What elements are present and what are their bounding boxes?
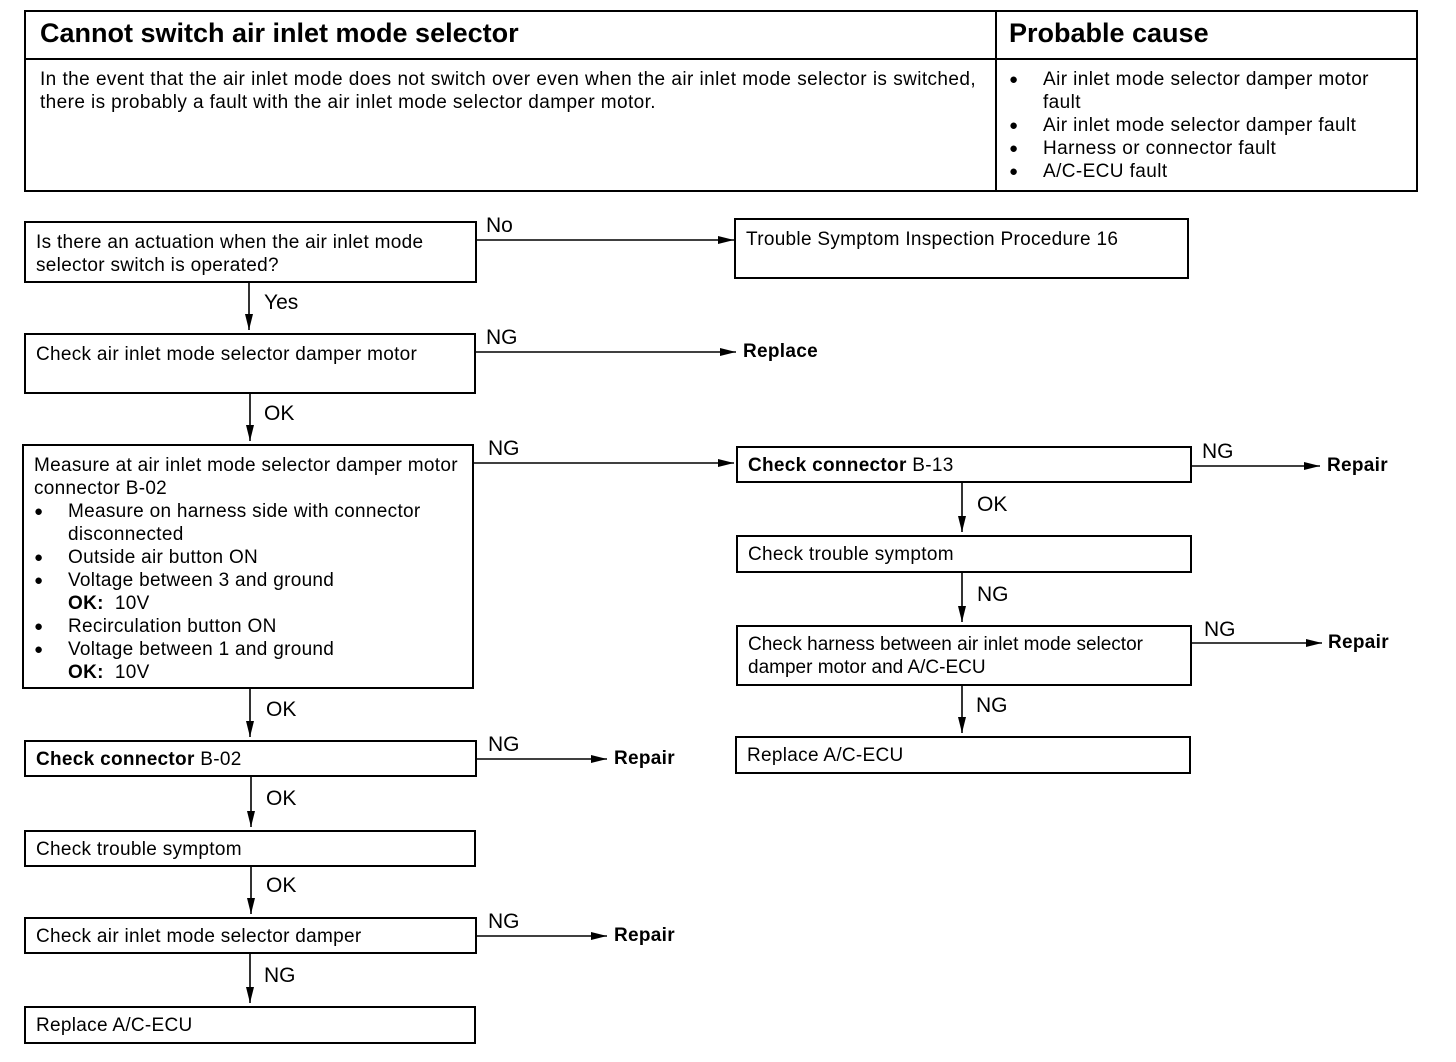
step-actuation-check: Is there an actuation when the air inlet… (24, 221, 477, 283)
connector-code: B-13 (912, 455, 954, 476)
branch-label-ng: NG (976, 694, 1008, 717)
measure-item: Recirculation button ON (34, 615, 462, 638)
step-check-harness: Check harness between air inlet mode sel… (736, 625, 1192, 686)
result-repair: Repair (1328, 632, 1389, 653)
result-repair: Repair (614, 748, 675, 769)
ok-spec-label: OK: (68, 662, 104, 683)
branch-label-no: No (486, 214, 513, 237)
branch-label-ng: NG (1204, 618, 1236, 641)
measure-item: Voltage between 1 and ground (34, 638, 462, 661)
step-check-connector-b13: Check connector B-13 (736, 446, 1192, 483)
cause-item: Harness or connector fault (1009, 137, 1409, 160)
step-check-damper: Check air inlet mode selector damper (24, 917, 477, 954)
step-replace-ecu-right: Replace A/C-ECU (735, 736, 1191, 774)
branch-label-ng: NG (264, 964, 296, 987)
branch-label-ng: NG (488, 733, 520, 756)
step-replace-ecu: Replace A/C-ECU (24, 1006, 476, 1044)
cause-item: A/C-ECU fault (1009, 160, 1409, 183)
branch-label-ng: NG (977, 583, 1009, 606)
branch-label-ng: NG (1202, 440, 1234, 463)
branch-label-ok: OK (264, 402, 295, 425)
branch-label-ng: NG (488, 910, 520, 933)
ok-spec: OK: 10V (34, 592, 462, 615)
cause-item: Air inlet mode selector damper fault (1009, 114, 1409, 137)
probable-cause-list: Air inlet mode selector damper motor fau… (1009, 68, 1409, 183)
page-title: Cannot switch air inlet mode selector (40, 18, 519, 48)
measure-item: Measure on harness side with connector d… (34, 500, 462, 546)
step-check-connector-b02: Check connector B-02 (24, 740, 477, 777)
step-check-trouble-symptom-right: Check trouble symptom (736, 535, 1192, 573)
ok-spec-value: 10V (114, 662, 150, 683)
measure-item: Voltage between 3 and ground (34, 569, 462, 592)
probable-cause-title: Probable cause (1009, 18, 1209, 48)
ok-spec: OK: 10V (34, 661, 462, 684)
step-check-trouble-symptom: Check trouble symptom (24, 830, 476, 867)
branch-label-ok: OK (977, 493, 1008, 516)
measure-item: Outside air button ON (34, 546, 462, 569)
step-measure-connector: Measure at air inlet mode selector dampe… (22, 444, 474, 689)
result-replace: Replace (743, 341, 818, 362)
step-check-damper-motor: Check air inlet mode selector damper mot… (24, 333, 476, 394)
check-connector-label: Check connector (36, 749, 195, 770)
branch-label-ok: OK (266, 698, 297, 721)
header-divider-horizontal (26, 58, 1416, 60)
measure-title: Measure at air inlet mode selector dampe… (34, 455, 458, 499)
cause-item: Air inlet mode selector damper motor fau… (1009, 68, 1409, 114)
connector-code: B-02 (200, 749, 242, 770)
ok-spec-label: OK: (68, 593, 104, 614)
branch-label-ok: OK (266, 874, 297, 897)
branch-label-ok: OK (266, 787, 297, 810)
branch-label-ng: NG (488, 437, 520, 460)
branch-label-ng: NG (486, 326, 518, 349)
symptom-description: In the event that the air inlet mode doe… (40, 69, 976, 113)
result-repair: Repair (1327, 455, 1388, 476)
header-table: Cannot switch air inlet mode selector Pr… (24, 10, 1418, 192)
header-divider-vertical (995, 12, 997, 190)
step-trouble-procedure: Trouble Symptom Inspection Procedure 16 (734, 218, 1189, 279)
check-connector-label: Check connector (748, 455, 907, 476)
ok-spec-value: 10V (114, 593, 150, 614)
branch-label-yes: Yes (264, 291, 299, 314)
result-repair: Repair (614, 925, 675, 946)
